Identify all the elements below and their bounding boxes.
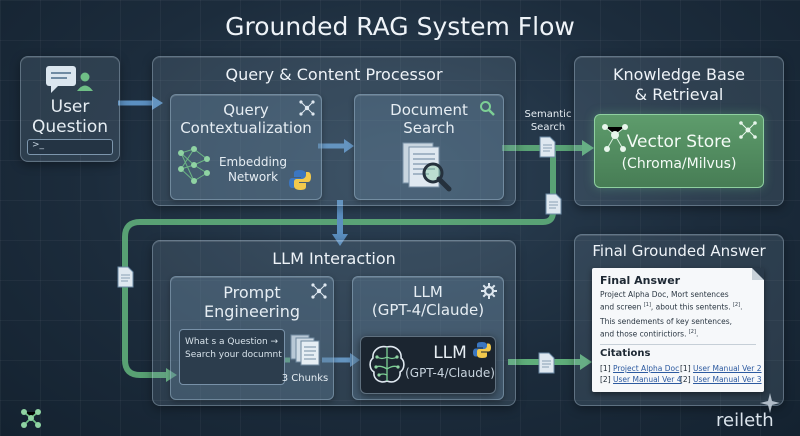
answer-divider — [600, 344, 756, 345]
document-token-icon — [539, 136, 556, 158]
document-token-icon — [538, 352, 555, 374]
python-logo-icon — [289, 170, 311, 190]
arrow-search-to-vector-head — [582, 140, 594, 156]
arrow-llm-to-answer-head — [580, 354, 592, 370]
citation-link[interactable]: User Manual Ver 2 — [693, 364, 762, 373]
vector-store-card: Vector Store (Chroma/Milvus) — [594, 114, 764, 188]
network-icon — [299, 100, 315, 116]
arrow-context-to-search-head — [344, 139, 354, 153]
network-logo-icon — [21, 409, 41, 428]
page-title: Grounded RAG System Flow — [225, 12, 575, 41]
citation-link[interactable]: Project Alpha Doc — [613, 364, 680, 373]
document-token-icon — [117, 266, 134, 288]
brand-wordmark: reileth — [716, 410, 774, 431]
citation-item: [2] User Manual Ver 4 — [600, 375, 682, 384]
citation-link[interactable]: User Manual Ver 4 — [613, 375, 682, 384]
chunks-label: 3 Chunks — [281, 373, 329, 384]
search-icon — [480, 101, 495, 116]
arrow-user-to-processor-head — [152, 96, 163, 110]
network-icon — [311, 283, 327, 299]
final-answer-title: Final Grounded Answer — [592, 242, 766, 260]
vector-store-label: Vector Store (Chroma/Milvus) — [621, 132, 737, 172]
llm-engine-box: LLM (GPT-4/Claude) — [360, 336, 496, 394]
gear-icon — [481, 283, 497, 299]
query-template-text: What s a Question →Search your documnt — [185, 337, 282, 360]
llm-interaction-title: LLM Interaction — [272, 249, 396, 268]
question-input[interactable]: >_ — [27, 139, 113, 155]
citation-item: [1] Project Alpha Doc — [600, 364, 680, 373]
python-logo-icon — [473, 342, 491, 358]
citations-heading: Citations — [600, 348, 651, 359]
sparkle-icon — [760, 393, 780, 413]
network-icon — [739, 121, 757, 139]
arrow-processor-to-llm-head — [332, 234, 348, 246]
answer-heading: Final Answer — [600, 274, 681, 287]
page-fold-corner — [752, 268, 764, 280]
vector-graph-icon — [602, 124, 628, 152]
chat-user-icon — [46, 66, 93, 93]
query-template-box: What s a Question →Search your documnt — [179, 329, 285, 385]
document-stack-icon — [290, 334, 320, 366]
llm-model-label: LLM(GPT-4/Claude) — [371, 283, 485, 319]
brain-icon — [369, 345, 405, 383]
arrow-retrieval-loop-head — [166, 368, 177, 382]
answer-body: Project Alpha Doc, Mort sentences and sc… — [600, 290, 743, 338]
neural-network-icon — [178, 146, 210, 184]
document-magnifier-icon — [402, 142, 452, 192]
document-token-icon — [545, 193, 562, 215]
answer-document: Final Answer Project Alpha Doc, Mort sen… — [592, 268, 764, 392]
llm-engine-label: LLM (GPT-4/Claude) — [405, 343, 495, 380]
query-processor-title: Query & Content Processor — [225, 65, 443, 84]
query-processor-panel: Query & Content Processor — [152, 56, 516, 206]
arrow-retrieval-loop — [122, 150, 556, 378]
citation-item: [2] User Manual Ver 3 — [680, 375, 762, 384]
arrow-chunks-to-llm-head — [350, 353, 360, 367]
citation-item: [1] User Manual Ver 2 — [680, 364, 762, 373]
citation-link[interactable]: User Manual Ver 3 — [693, 375, 762, 384]
knowledge-base-title: Knowledge Base& Retrieval — [613, 65, 745, 104]
